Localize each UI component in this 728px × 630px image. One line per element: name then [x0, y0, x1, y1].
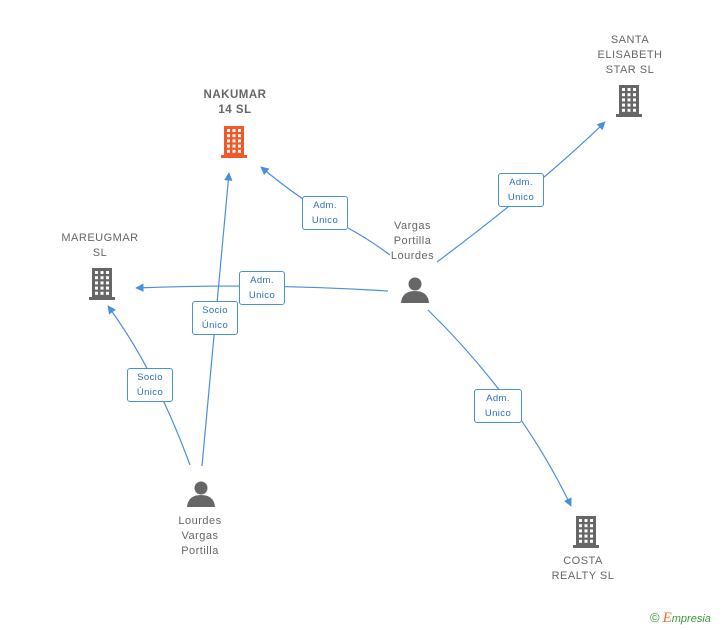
edge-label-line: Único [201, 320, 229, 331]
node-label-lourdes[interactable]: Lourdes Vargas Portilla [160, 514, 240, 559]
brand-e-letter: E [662, 610, 672, 626]
edge-label-vargas-costa[interactable]: Adm. Unico [474, 389, 522, 423]
node-label-mareugmar[interactable]: MAREUGMAR SL [55, 231, 145, 261]
building-icon-costa[interactable] [573, 516, 599, 548]
node-label-nakumar[interactable]: NAKUMAR 14 SL [195, 88, 275, 118]
node-label-line: Lourdes [390, 250, 435, 262]
person-icon-vargas[interactable] [401, 277, 429, 304]
edge-label-lourdes-mareugmar[interactable]: Socio Único [127, 368, 173, 402]
edge-label-line: Adm. [250, 275, 274, 286]
edge-label-line: Unico [507, 192, 535, 203]
edge-label-line: Unico [484, 408, 512, 419]
edge-label-lourdes-nakumar[interactable]: Socio Único [192, 301, 238, 335]
copyright-mark: © [650, 610, 660, 625]
node-label-line: STAR SL [605, 64, 655, 76]
person-icon-lourdes[interactable] [187, 481, 215, 508]
edge-label-vargas-nakumar[interactable]: Adm. Unico [302, 196, 348, 230]
node-label-line: COSTA [563, 555, 603, 567]
node-label-line: MAREUGMAR [61, 232, 139, 244]
edge-label-line: Unico [311, 215, 339, 226]
edge-label-line: Adm. [313, 200, 337, 211]
node-label-line: Lourdes [178, 515, 222, 527]
node-label-line: Portilla [181, 545, 219, 557]
brand-logo: ©Empresia [650, 610, 711, 627]
brand-name-rest: mpresia [671, 613, 711, 625]
node-label-costa[interactable]: COSTA REALTY SL [538, 554, 628, 584]
building-icon-santa[interactable] [616, 85, 642, 117]
node-label-santa[interactable]: SANTA ELISABETH STAR SL [585, 33, 675, 78]
edge-label-vargas-mareugmar[interactable]: Adm. Unico [239, 271, 285, 305]
node-label-vargas[interactable]: Vargas Portilla Lourdes [375, 219, 450, 264]
edge-label-line: Socio [137, 372, 163, 383]
edge-label-line: Único [136, 387, 164, 398]
node-label-line: SL [92, 247, 108, 259]
building-icon-nakumar[interactable] [221, 126, 247, 158]
edge-label-line: Socio [202, 305, 228, 316]
node-label-line: Vargas [393, 220, 432, 232]
edge-label-vargas-santa[interactable]: Adm. Unico [498, 173, 544, 207]
node-label-line: 14 SL [218, 104, 252, 116]
node-label-line: REALTY SL [551, 570, 615, 582]
node-label-line: NAKUMAR [203, 89, 267, 101]
node-label-line: SANTA [610, 34, 650, 46]
edge-label-line: Adm. [509, 177, 533, 188]
edge-connector [347, 227, 391, 256]
edge-label-line: Unico [248, 290, 276, 301]
node-label-line: Portilla [393, 235, 432, 247]
edge-label-line: Adm. [486, 393, 510, 404]
node-label-line: Vargas [181, 530, 219, 542]
node-label-line: ELISABETH [597, 49, 663, 61]
building-icon-mareugmar[interactable] [89, 268, 115, 300]
